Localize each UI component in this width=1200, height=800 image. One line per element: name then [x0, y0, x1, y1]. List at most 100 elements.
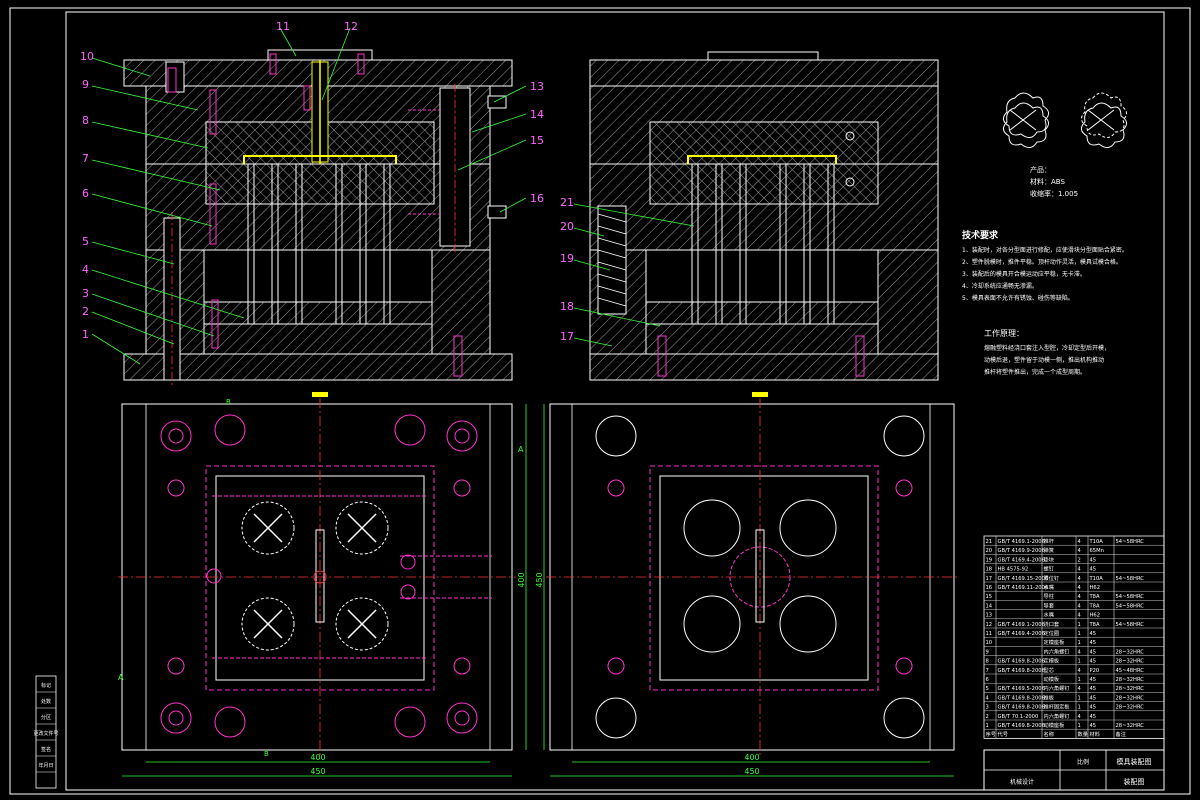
- bom-cell: GB/T 4169.8-2006: [998, 723, 1045, 729]
- title-block: 模具装配图 装配图 比例 机械设计: [983, 749, 1165, 791]
- bom-cell: 28~32HRC: [1116, 705, 1145, 711]
- tech-title: 技术要求: [962, 229, 999, 241]
- bom-cell: 54~58HRC: [1116, 603, 1145, 609]
- bom-cell: P20: [1090, 668, 1100, 674]
- bom-cell: 名称: [1044, 730, 1054, 738]
- bom-cell: 28~32HRC: [1116, 695, 1145, 701]
- bom-cell: 定模座板: [1044, 638, 1066, 646]
- bom-cell: 1: [1078, 705, 1081, 711]
- callout-label: 11: [276, 20, 290, 33]
- bom-cell: 浇口套: [1044, 620, 1060, 628]
- plan-view-right: [546, 392, 958, 756]
- title-drawing-label: 装配图: [1124, 777, 1145, 786]
- bom-cell: 4: [1078, 686, 1082, 692]
- bom-cell: H62: [1090, 613, 1101, 619]
- callout-label: 20: [560, 220, 574, 233]
- bom-cell: 14: [986, 603, 993, 609]
- tech-requirements: 技术要求 1、装配时，对各分型面进行修配，应使滑块分型面贴合紧密。 2、塑件脱模…: [962, 229, 1128, 302]
- strip-label: 年月日: [38, 762, 53, 769]
- bom-cell: 内六角螺钉: [1044, 647, 1070, 655]
- sheet-border: [9, 7, 1191, 795]
- callout-label: 5: [82, 235, 89, 248]
- callout-label: 1: [82, 328, 89, 341]
- leaders-mid: [573, 203, 695, 347]
- bom-cell: 限位钉: [1044, 574, 1060, 582]
- callouts: 10 9 8 7 6 5 4 3 2 1 11 12 13 14 15 16 2…: [80, 20, 574, 343]
- bom-cell: 4: [986, 695, 990, 701]
- bom-cell: 45: [1090, 677, 1097, 683]
- section-view-left: [123, 49, 513, 386]
- dimensions-left: 400 450 400 450 A A B B: [118, 398, 545, 777]
- callout-label: 14: [530, 108, 544, 121]
- bom-cell: 4: [1078, 613, 1082, 619]
- product-line: 收缩率：1.005: [1030, 189, 1078, 198]
- bom-cell: 28~32HRC: [1116, 677, 1145, 683]
- bom-cell: 1: [1078, 659, 1081, 665]
- bom-cell: 10: [986, 640, 993, 646]
- left-revision-strip: 标记 处数 分区 更改文件号 签名 年月日: [33, 675, 59, 789]
- bom-cell: 16: [986, 585, 993, 591]
- bom-cell: 导柱: [1044, 592, 1054, 600]
- strip-label: 分区: [41, 714, 51, 721]
- bom-cell: 4: [1078, 585, 1082, 591]
- bom-cell: 54~58HRC: [1116, 539, 1145, 545]
- bom-cell: 6: [986, 677, 989, 683]
- bom-cell: GB/T 4169.8-2006: [998, 668, 1045, 674]
- bom-cell: 19: [986, 557, 993, 563]
- bom-cell: HB 4575-92: [998, 567, 1029, 573]
- title-scale-label: 比例: [1077, 758, 1089, 766]
- bom-cell: 备注: [1116, 730, 1126, 738]
- bom-cell: GB/T 4169.5-2006: [998, 686, 1045, 692]
- bom-cell: 5: [986, 686, 989, 692]
- bom-cell: 导套: [1044, 601, 1055, 609]
- dim-right-outer-width: 450: [744, 767, 759, 776]
- bom-cell: 9: [986, 649, 989, 655]
- bom-cell: GB/T 4169.1-2006: [998, 622, 1045, 628]
- bom-cell: 1: [1078, 631, 1081, 637]
- strip-label: 处数: [41, 698, 51, 705]
- bom-cell: 54~58HRC: [1116, 576, 1145, 582]
- bom-cell: 28~32HRC: [1116, 659, 1145, 665]
- bom-cell: 45: [1090, 557, 1097, 563]
- bom-cell: GB/T 4169.11-2006: [998, 585, 1049, 591]
- bom-cell: 45: [1090, 686, 1097, 692]
- bom-cell: 1: [1078, 677, 1081, 683]
- bom-cell: 内六角螺钉: [1044, 684, 1070, 692]
- work-title: 工作原理：: [984, 328, 1024, 338]
- bom-cell: GB/T 70.1-2000: [998, 714, 1039, 720]
- bom-cell: 45: [1090, 649, 1097, 655]
- bom-cell: 45: [1090, 723, 1097, 729]
- section-marker: A: [518, 445, 524, 454]
- callout-label: 8: [82, 114, 89, 127]
- bom-cell: GB/T 4169.15-2006: [998, 576, 1049, 582]
- bom-cell: 3: [986, 705, 989, 711]
- strip-label: 更改文件号: [33, 730, 58, 737]
- title-part-name: 模具装配图: [1117, 757, 1152, 766]
- bom-cell: GB/T 4169.9-2006: [998, 548, 1045, 554]
- bom-cell: 型芯: [1044, 666, 1054, 674]
- strip-label: 标记: [41, 682, 51, 689]
- bom-cell: 4: [1078, 539, 1082, 545]
- bom-cell: 推板: [1044, 693, 1055, 701]
- strip-label: 签名: [41, 746, 51, 753]
- bom-cell: 4: [1078, 548, 1082, 554]
- leaders-left: [91, 27, 527, 365]
- tech-line: 2、塑件脱模时，推件平稳。顶杆动作灵活，模具试模合格。: [962, 258, 1122, 266]
- bom-header-row: 序号代号名称数量材料备注: [986, 730, 1126, 738]
- callout-label: 6: [82, 187, 89, 200]
- bom-cell: 4: [1078, 649, 1082, 655]
- product-line: 材料：ABS: [1030, 177, 1065, 186]
- bom-cell: 4: [1078, 603, 1082, 609]
- dim-height-outer: 450: [535, 572, 544, 587]
- product-info: 产品： 材料：ABS 收缩率：1.005: [1030, 165, 1078, 198]
- bom-cell: 45: [1090, 631, 1097, 637]
- bom-cell: 45: [1090, 567, 1097, 573]
- section-view-right: [589, 51, 939, 381]
